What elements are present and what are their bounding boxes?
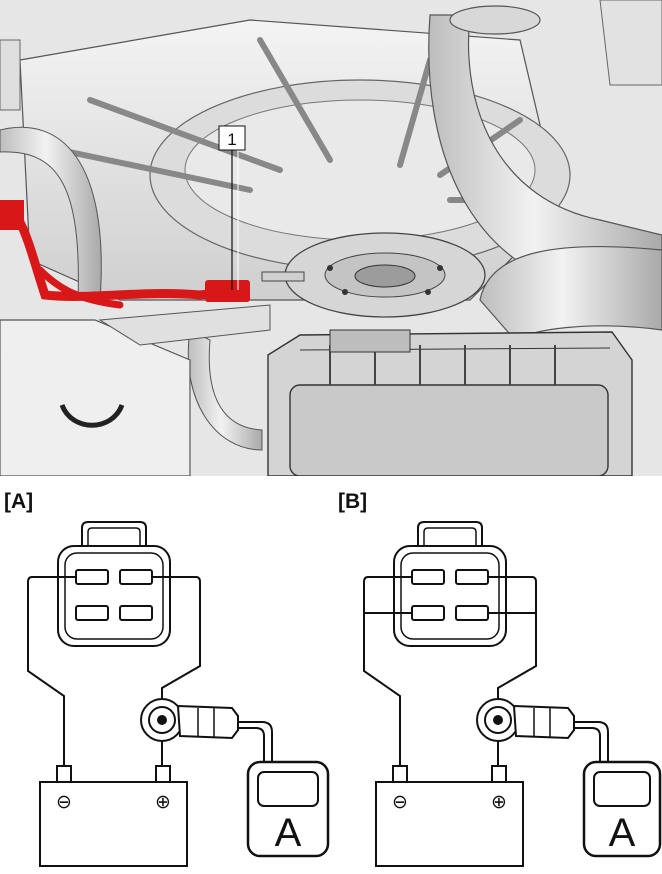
positive-terminal-symbol: ⊕ <box>155 791 171 813</box>
diagram-b: A ⊖ ⊕ <box>363 521 662 867</box>
control-module <box>267 329 633 476</box>
schematic-area: [A] [B] <box>0 476 662 869</box>
positive-terminal-symbol: ⊕ <box>491 791 507 813</box>
ammeter: A <box>582 760 662 858</box>
diagram-label-b: [B] <box>338 490 368 513</box>
mounting-bracket <box>0 0 662 476</box>
current-clamp <box>476 698 609 762</box>
callout-1: 1 <box>218 125 246 290</box>
diagram-a: A ⊖ ⊕ <box>27 521 330 867</box>
fan-motor-hub <box>261 232 486 318</box>
ammeter-label: A <box>609 811 636 855</box>
ammeter-label: A <box>275 811 302 855</box>
battery: ⊖ ⊕ <box>375 765 524 867</box>
diagram-label-a: [A] <box>4 490 34 513</box>
callout-label: 1 <box>227 130 236 149</box>
battery: ⊖ ⊕ <box>39 765 188 867</box>
negative-terminal-symbol: ⊖ <box>392 791 408 813</box>
current-clamp <box>140 698 273 762</box>
connector <box>57 521 171 647</box>
ammeter: A <box>246 760 330 858</box>
engine-fan-illustration: 1 <box>0 0 662 476</box>
highlighted-wiring-harness <box>0 200 250 309</box>
negative-terminal-symbol: ⊖ <box>56 791 72 813</box>
connector <box>393 521 507 647</box>
